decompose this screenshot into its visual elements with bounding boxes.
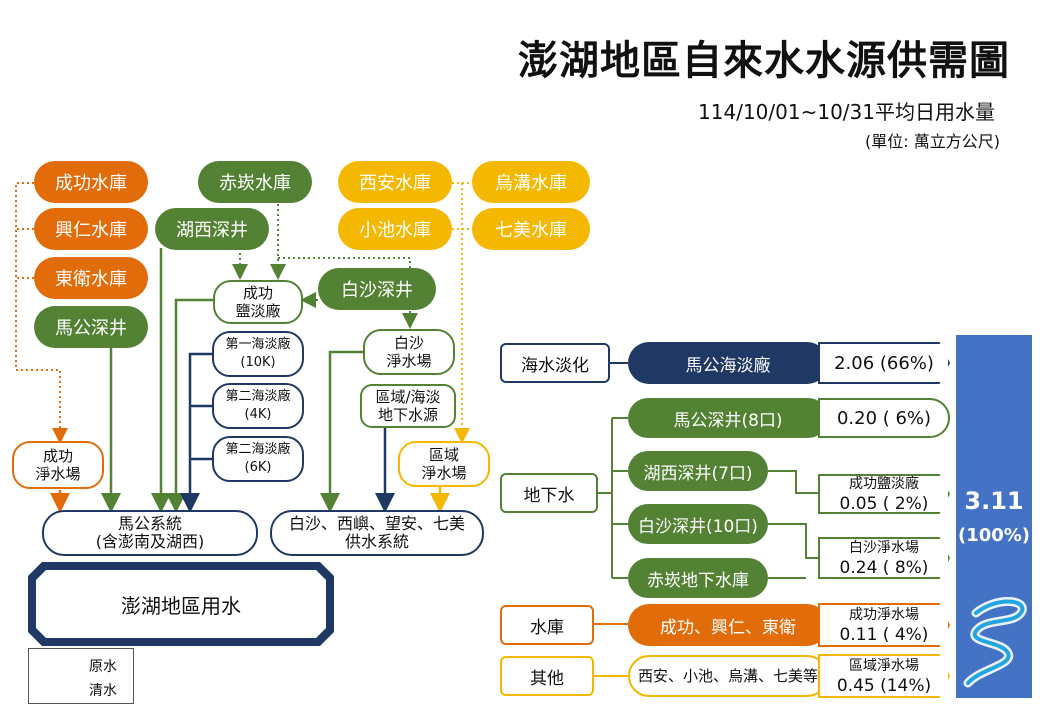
legend-raw-label: 原水 — [89, 659, 117, 675]
total-use-label: 澎湖地區用水 — [36, 570, 326, 638]
category-reservoir: 水庫 — [500, 605, 594, 645]
item-huxi-deepwell: 湖西深井(7口) — [628, 451, 768, 491]
desal-plant-2-4k: 第二海淡廠 (4K) — [212, 383, 304, 429]
item-baisha-deepwell: 白沙深井(10口) — [628, 504, 768, 544]
total-bar: 3.11 (100%) — [956, 335, 1032, 698]
magong-deepwell: 馬公深井 — [34, 306, 148, 348]
sub-label-regional-wtp: 區域淨水場 — [849, 658, 919, 674]
item-other-sources: 西安、小池、烏溝、七美等 — [628, 655, 828, 697]
item-reservoirs: 成功、興仁、東衛 — [628, 604, 828, 646]
category-other: 其他 — [500, 656, 594, 696]
value-baisha-wtp: 白沙淨水場 0.24 ( 8%) — [818, 537, 950, 579]
baisha-supply-system: 白沙、西嶼、望安、七美 供水系統 — [270, 510, 484, 556]
desal-plant-2-6k: 第二海淡廠 (6K) — [212, 436, 304, 482]
chenggong-desal-plant: 成功 鹽淡廠 — [213, 280, 303, 324]
qimei-reservoir: 七美水庫 — [472, 208, 590, 250]
water-stream-icon — [963, 597, 1027, 688]
chenggong-reservoir: 成功水庫 — [34, 161, 148, 203]
item-magong-deepwell: 馬公深井(8口) — [628, 398, 828, 438]
value-chenggong-desal: 成功鹽淡廠 0.05 ( 2%) — [818, 474, 950, 514]
unit-label: (單位: 萬立方公尺) — [865, 132, 1000, 151]
dongwei-reservoir: 東衛水庫 — [34, 257, 148, 299]
magong-supply-system: 馬公系統 (含澎南及湖西) — [42, 510, 258, 556]
desal-plant-1: 第一海淡廠 (10K) — [212, 331, 304, 377]
sub-label-chenggong-desal: 成功鹽淡廠 — [849, 476, 919, 492]
total-percent: (100%) — [957, 525, 1031, 546]
sub-label-baisha-wtp: 白沙淨水場 — [849, 540, 919, 556]
category-desalination: 海水淡化 — [500, 343, 610, 383]
sub-value-regional-wtp: 0.45 (14%) — [836, 676, 932, 696]
item-chikan-underground: 赤崁地下水庫 — [628, 558, 768, 598]
regional-underground-source: 區域/海淡 地下水源 — [360, 384, 456, 428]
regional-water-plant: 區域 淨水場 — [398, 441, 490, 487]
sub-value-chenggong-desal: 0.05 ( 2%) — [839, 494, 929, 514]
page-title: 澎湖地區自來水水源供需圖 — [518, 38, 1010, 84]
chikan-reservoir: 赤崁水庫 — [198, 161, 312, 203]
category-groundwater: 地下水 — [500, 473, 598, 513]
total-value: 3.11 — [964, 487, 1024, 515]
baisha-deepwell: 白沙深井 — [318, 268, 436, 310]
sub-value-baisha-wtp: 0.24 ( 8%) — [839, 558, 929, 578]
item-magong-desal: 馬公海淡廠 — [628, 342, 828, 384]
xian-reservoir: 西安水庫 — [338, 161, 452, 203]
legend: 原水 清水 — [28, 648, 134, 704]
xiaochi-reservoir: 小池水庫 — [338, 208, 452, 250]
chenggong-water-plant: 成功 淨水場 — [12, 441, 104, 489]
value-magong-deepwell: 0.20 ( 6%) — [818, 398, 950, 438]
period-subtitle: 114/10/01~10/31平均日用水量 — [698, 100, 995, 124]
baisha-water-plant: 白沙 淨水場 — [363, 329, 455, 375]
value-regional-wtp: 區域淨水場 0.45 (14%) — [818, 654, 950, 698]
sub-value-chenggong-wtp: 0.11 ( 4%) — [839, 625, 929, 645]
huxi-deepwell: 湖西深井 — [155, 208, 269, 250]
wugou-reservoir: 烏溝水庫 — [472, 161, 590, 203]
value-magong-desal: 2.06 (66%) — [818, 342, 950, 384]
legend-clean-label: 清水 — [89, 683, 117, 699]
xingren-reservoir: 興仁水庫 — [34, 208, 148, 250]
sub-label-chenggong-wtp: 成功淨水場 — [849, 607, 919, 623]
value-chenggong-wtp: 成功淨水場 0.11 ( 4%) — [818, 603, 950, 647]
